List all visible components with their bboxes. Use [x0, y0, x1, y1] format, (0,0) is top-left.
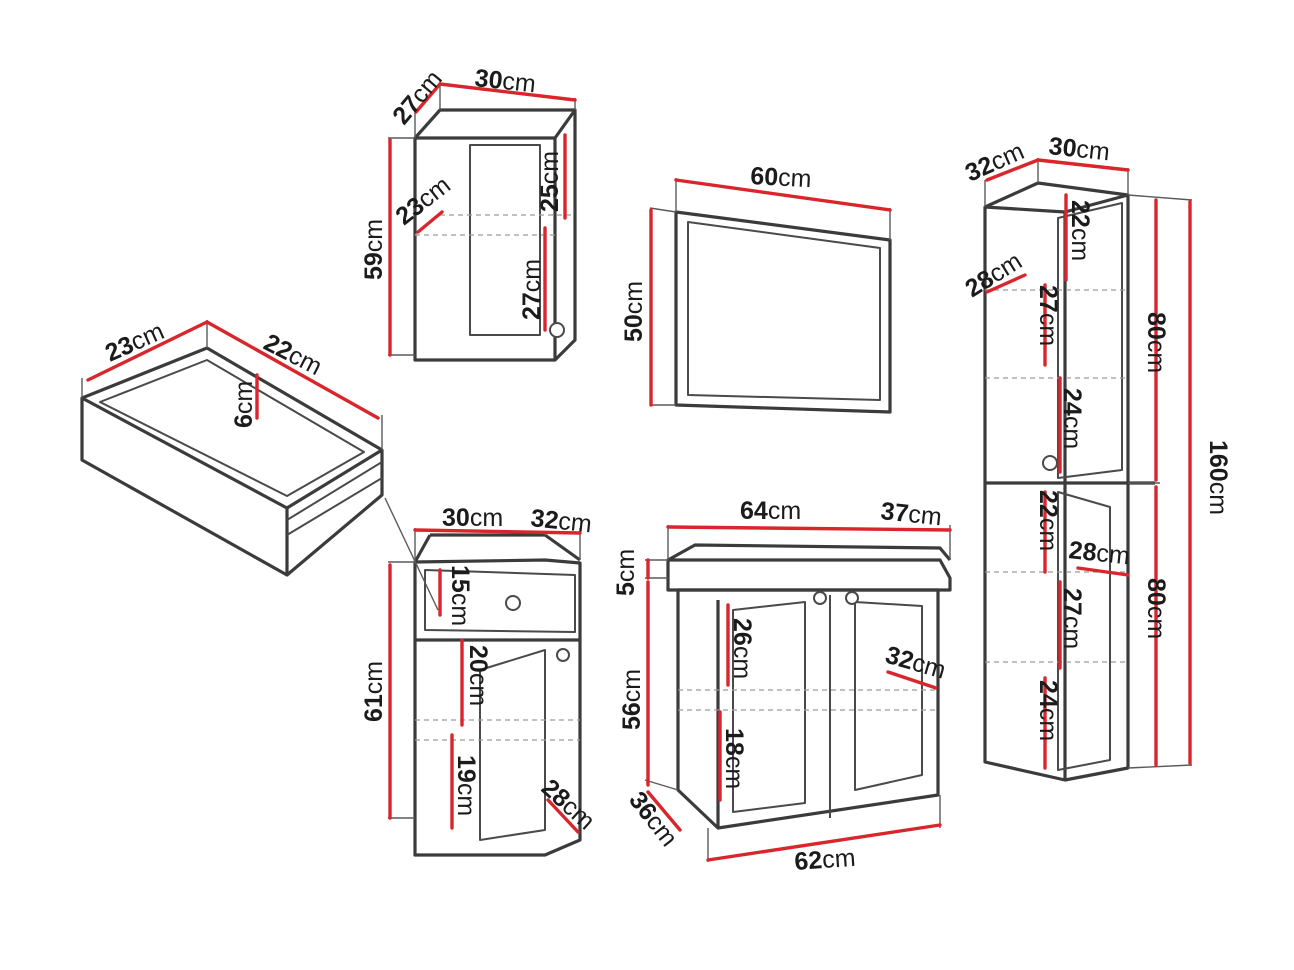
tall-cabinet-lower-shelf-2-label: 27cm — [1058, 588, 1086, 649]
small-base-cabinet-depth-label: 32cm — [529, 504, 593, 538]
vanity-inner-depth-line — [886, 670, 938, 690]
drawer-width-line — [86, 320, 209, 382]
drawer-depth-label: 22cm — [259, 328, 326, 381]
vanity-body-depth-label: 36cm — [623, 786, 683, 851]
knob-icon — [556, 648, 570, 662]
tall-cabinet-lower-shelf-1-label: 22cm — [1034, 490, 1062, 551]
wall-cabinet-width-line — [438, 82, 577, 102]
mirror: 60cm 50cm — [620, 162, 892, 414]
tall-cabinet-total-height-label: 160cm — [1204, 440, 1232, 515]
small-base-cabinet-height-label: 61cm — [360, 661, 388, 722]
vanity-body-height-label: 56cm — [618, 669, 646, 730]
tall-cabinet-upper-shelf-3-label: 24cm — [1058, 388, 1086, 449]
tall-cabinet-inner-depth-line — [985, 273, 1027, 294]
tall-cabinet-inner-depth-label: 28cm — [960, 247, 1027, 303]
tall-cabinet-lower-inner-depth-line — [1076, 566, 1130, 577]
drawer-depth-line — [205, 320, 380, 420]
wall-cabinet: 30cm 27cm 59cm 25cm 27cm 23cm — [360, 64, 577, 362]
knob-icon — [845, 591, 859, 605]
drawer: 23cm 22cm 6cm — [80, 317, 384, 577]
small-base-cabinet-middle-shelf-label: 20cm — [464, 645, 492, 706]
wall-cabinet-height-label: 59cm — [360, 219, 388, 280]
vanity-body-width-line — [706, 823, 942, 862]
small-base-cabinet-width-label: 30cm — [442, 504, 503, 532]
wall-cabinet-depth-label: 27cm — [387, 65, 448, 130]
mirror-height-label: 50cm — [620, 281, 648, 342]
tall-cabinet-lower-shelf-3-label: 24cm — [1034, 680, 1062, 741]
small-base-cabinet: 30cm 32cm 61cm 15cm 20cm 19cm 28cm — [360, 497, 600, 857]
vanity-lower-shelf-label: 18cm — [720, 728, 748, 789]
vanity-top-depth-label: 37cm — [879, 497, 943, 531]
tall-cabinet-width-label: 30cm — [1047, 132, 1111, 166]
knob-icon — [505, 595, 521, 611]
wall-cabinet-depth-line — [414, 82, 442, 114]
wall-cabinet-inner-depth-label: 23cm — [390, 171, 455, 231]
tall-cabinet-upper-shelf-1-label: 22cm — [1066, 200, 1094, 261]
knob-icon — [813, 591, 827, 605]
vanity-top-width-label: 64cm — [740, 497, 801, 525]
tall-cabinet: 32cm 30cm 160cm 80cm 80cm 22cm 27cm 24cm… — [960, 132, 1232, 782]
small-base-cabinet-drawer-height-label: 15cm — [446, 565, 474, 626]
vanity-cabinet: 64cm 37cm 5cm 56cm 36cm 62cm 26cm 18cm 3… — [612, 497, 952, 876]
wall-cabinet-width-label: 30cm — [473, 64, 537, 98]
vanity-top-height-label: 5cm — [612, 549, 640, 596]
vanity-body-depth-line — [646, 790, 682, 832]
small-base-cabinet-lower-shelf-label: 19cm — [452, 755, 480, 816]
tall-cabinet-width-line — [1036, 158, 1130, 172]
small-base-cabinet-inner-depth-line — [546, 798, 580, 834]
tall-cabinet-lower-height-label: 80cm — [1142, 578, 1170, 639]
knob-icon — [549, 322, 565, 338]
drawer-width-label: 23cm — [101, 317, 168, 367]
tall-cabinet-depth-label: 32cm — [961, 137, 1028, 187]
wall-cabinet-upper-shelf-label: 25cm — [536, 151, 564, 212]
tall-cabinet-upper-height-label: 80cm — [1142, 312, 1170, 373]
tall-cabinet-upper-shelf-2-label: 27cm — [1034, 285, 1062, 346]
vanity-top-width-line — [666, 525, 952, 532]
drawer-height-label: 6cm — [230, 381, 258, 428]
wall-cabinet-inner-depth-line — [416, 210, 444, 234]
small-base-cabinet-width-line — [413, 528, 582, 535]
wall-cabinet-lower-shelf-label: 27cm — [518, 259, 546, 320]
mirror-width-label: 60cm — [750, 162, 813, 193]
tall-cabinet-lower-inner-depth-label: 28cm — [1067, 536, 1131, 570]
knob-icon — [1042, 455, 1058, 471]
vanity-upper-shelf-label: 26cm — [728, 618, 756, 679]
vanity-body-width-label: 62cm — [793, 844, 856, 876]
tall-cabinet-depth-line — [985, 158, 1040, 182]
mirror-width-line — [674, 178, 892, 212]
